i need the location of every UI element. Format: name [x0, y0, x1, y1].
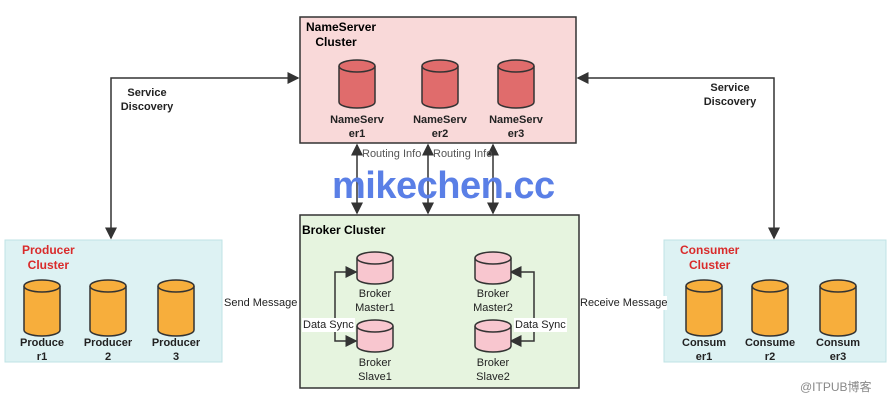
- watermark: mikechen.cc: [332, 165, 555, 207]
- nameserver-cluster-title: NameServer Cluster: [306, 20, 377, 49]
- label-line: er3: [507, 128, 525, 140]
- label-line: Discovery: [120, 101, 174, 113]
- producer-db-icon: [23, 279, 61, 337]
- broker-master-db-icon: [356, 251, 394, 285]
- receive-message-label: Receive Message: [580, 296, 668, 310]
- data-sync-label-2: Data Sync: [514, 318, 567, 332]
- label-line: er1: [348, 128, 366, 140]
- label-line: 3: [172, 351, 180, 363]
- label-line: er2: [431, 128, 449, 140]
- label-line: Broker: [358, 288, 392, 300]
- consumer-node-label: Consum er1: [672, 336, 736, 364]
- label-line: Producer: [151, 337, 201, 349]
- producer-title-line2: Cluster: [27, 258, 70, 272]
- service-discovery-arrow-right: [576, 72, 780, 240]
- nameserver-node-label: NameServ er3: [476, 113, 556, 141]
- broker-master-db-icon: [474, 251, 512, 285]
- label-line: Consum: [682, 337, 726, 349]
- broker-cluster-box: [299, 214, 580, 389]
- producer-title-line1: Producer: [22, 243, 75, 257]
- producer-node-label: Producer 2: [76, 336, 140, 364]
- label-line: Produce: [19, 337, 64, 349]
- broker-cluster-title: Broker Cluster: [302, 223, 386, 237]
- label-line: Master1: [355, 302, 395, 314]
- nameserver-db-icon: [421, 59, 459, 109]
- label-line: Producer: [83, 337, 133, 349]
- producer-db-icon: [157, 279, 195, 337]
- send-message-label: Send Message: [224, 296, 298, 310]
- label-line: NameServ: [489, 114, 543, 126]
- label-line: 2: [104, 351, 112, 363]
- nameserver-db-icon: [497, 59, 535, 109]
- label-line: r1: [36, 351, 48, 363]
- label-line: r2: [764, 351, 776, 363]
- label-line: Slave1: [358, 371, 392, 383]
- data-sync-arrow-2: [509, 266, 535, 347]
- label-line: Broker: [476, 357, 510, 369]
- consumer-db-icon: [819, 279, 857, 337]
- consumer-node-label: Consum er3: [806, 336, 870, 364]
- nameserver-db-icon: [338, 59, 376, 109]
- label-line: Discovery: [703, 96, 757, 108]
- producer-db-icon: [89, 279, 127, 337]
- consumer-db-icon: [751, 279, 789, 337]
- label-line: Service: [710, 82, 750, 94]
- label-line: Consum: [816, 337, 860, 349]
- producer-node-label: Producer 3: [144, 336, 208, 364]
- data-sync-label-1: Data Sync: [302, 318, 355, 332]
- broker-slave-db-icon: [356, 319, 394, 353]
- consumer-title-line1: Consumer: [680, 243, 740, 257]
- label-line: Master2: [473, 302, 513, 314]
- label-line: Broker: [358, 357, 392, 369]
- broker-slave-db-icon: [474, 319, 512, 353]
- label-line: Consume: [744, 337, 796, 349]
- consumer-db-icon: [685, 279, 723, 337]
- data-sync-arrow-1: [334, 266, 358, 347]
- label-line: NameServ: [330, 114, 384, 126]
- producer-node-label: Produce r1: [10, 336, 74, 364]
- label-line: Broker: [476, 288, 510, 300]
- label-line: er1: [695, 351, 713, 363]
- consumer-title-line2: Cluster: [689, 258, 731, 272]
- routing-info-label-2: Routing Info: [433, 148, 493, 160]
- consumer-node-label: Consume r2: [738, 336, 802, 364]
- label-line: Slave2: [476, 371, 510, 383]
- nameserver-node-label: NameServ er1: [317, 113, 397, 141]
- footer-watermark: @ITPUB博客: [800, 380, 872, 394]
- nameserver-node-label: NameServ er2: [400, 113, 480, 141]
- routing-info-label-1: Routing Info: [362, 148, 422, 160]
- label-line: Service: [127, 87, 167, 99]
- service-discovery-arrow-left: [105, 72, 300, 240]
- label-line: er3: [829, 351, 847, 363]
- label-line: NameServ: [413, 114, 467, 126]
